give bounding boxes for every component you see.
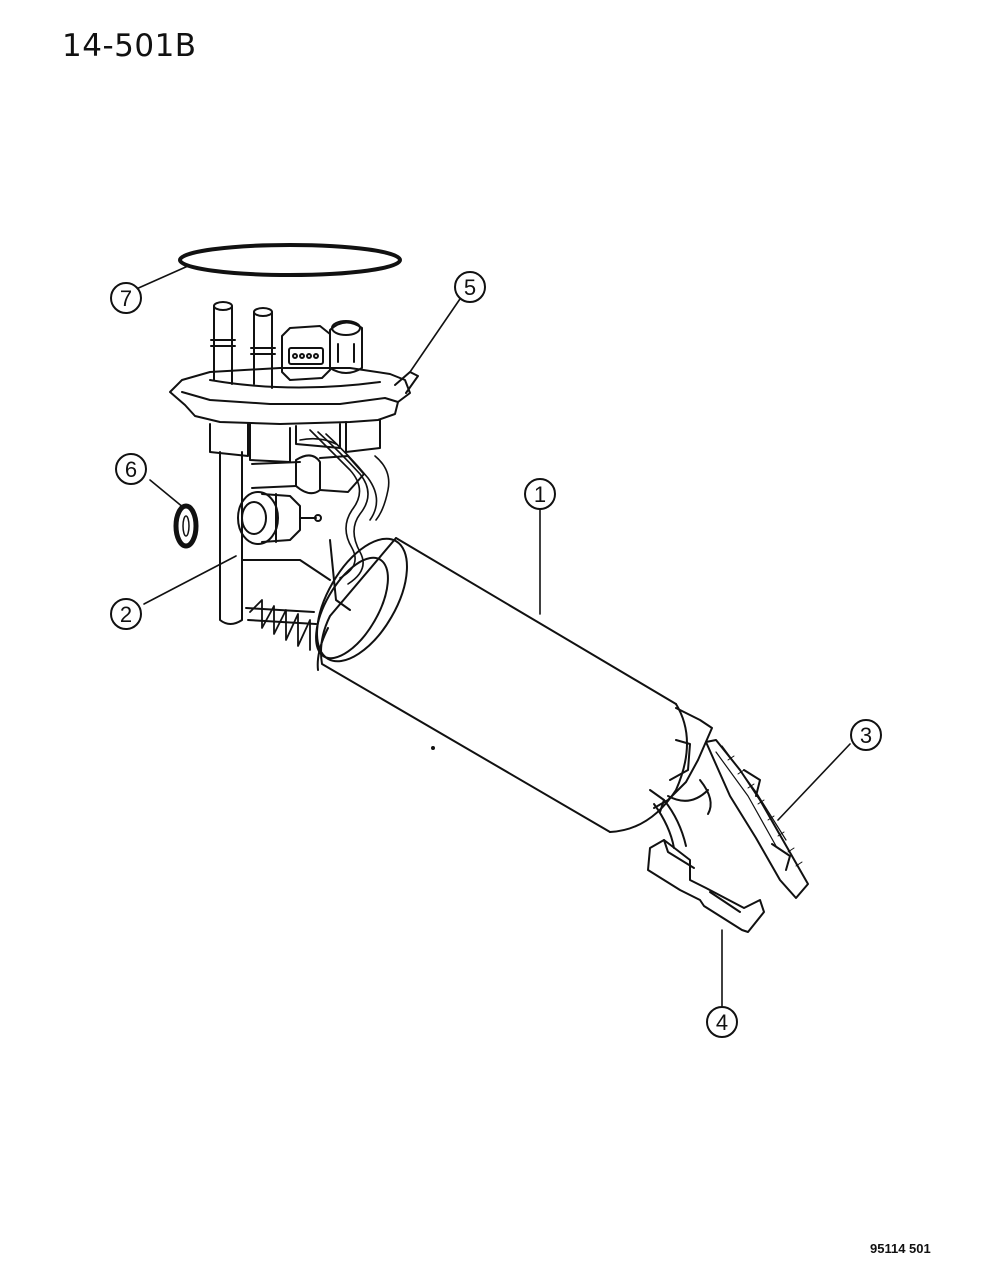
callout-6: 6 [115,453,147,485]
callout-3-label: 3 [860,723,872,748]
inlet-spring [245,599,317,651]
callouts: 7 5 6 2 1 3 4 [110,271,882,1038]
sender-connector [647,799,765,933]
callout-4: 4 [706,1006,738,1038]
callout-5: 5 [454,271,486,303]
callout-5-label: 5 [464,275,476,300]
callout-3: 3 [850,719,882,751]
callout-2: 2 [110,598,142,630]
pressure-regulator [237,491,322,545]
fuel-level-sender [705,739,809,899]
callout-7-label: 7 [120,286,132,311]
footer-code: 95114 501 [870,1241,931,1256]
callout-1: 1 [524,478,556,510]
callout-7: 7 [110,282,142,314]
callout-4-label: 4 [716,1010,728,1035]
module-flange [169,301,419,425]
gasket-ring [178,243,402,277]
callout-2-label: 2 [120,602,132,627]
reservoir-body [209,419,390,625]
page-id: 14-501B [62,28,197,64]
fuel-pump-canister [315,537,713,833]
callout-leaders [133,265,851,1009]
callout-6-label: 6 [125,457,137,482]
callout-1-label: 1 [534,482,546,507]
o-ring [173,503,199,549]
